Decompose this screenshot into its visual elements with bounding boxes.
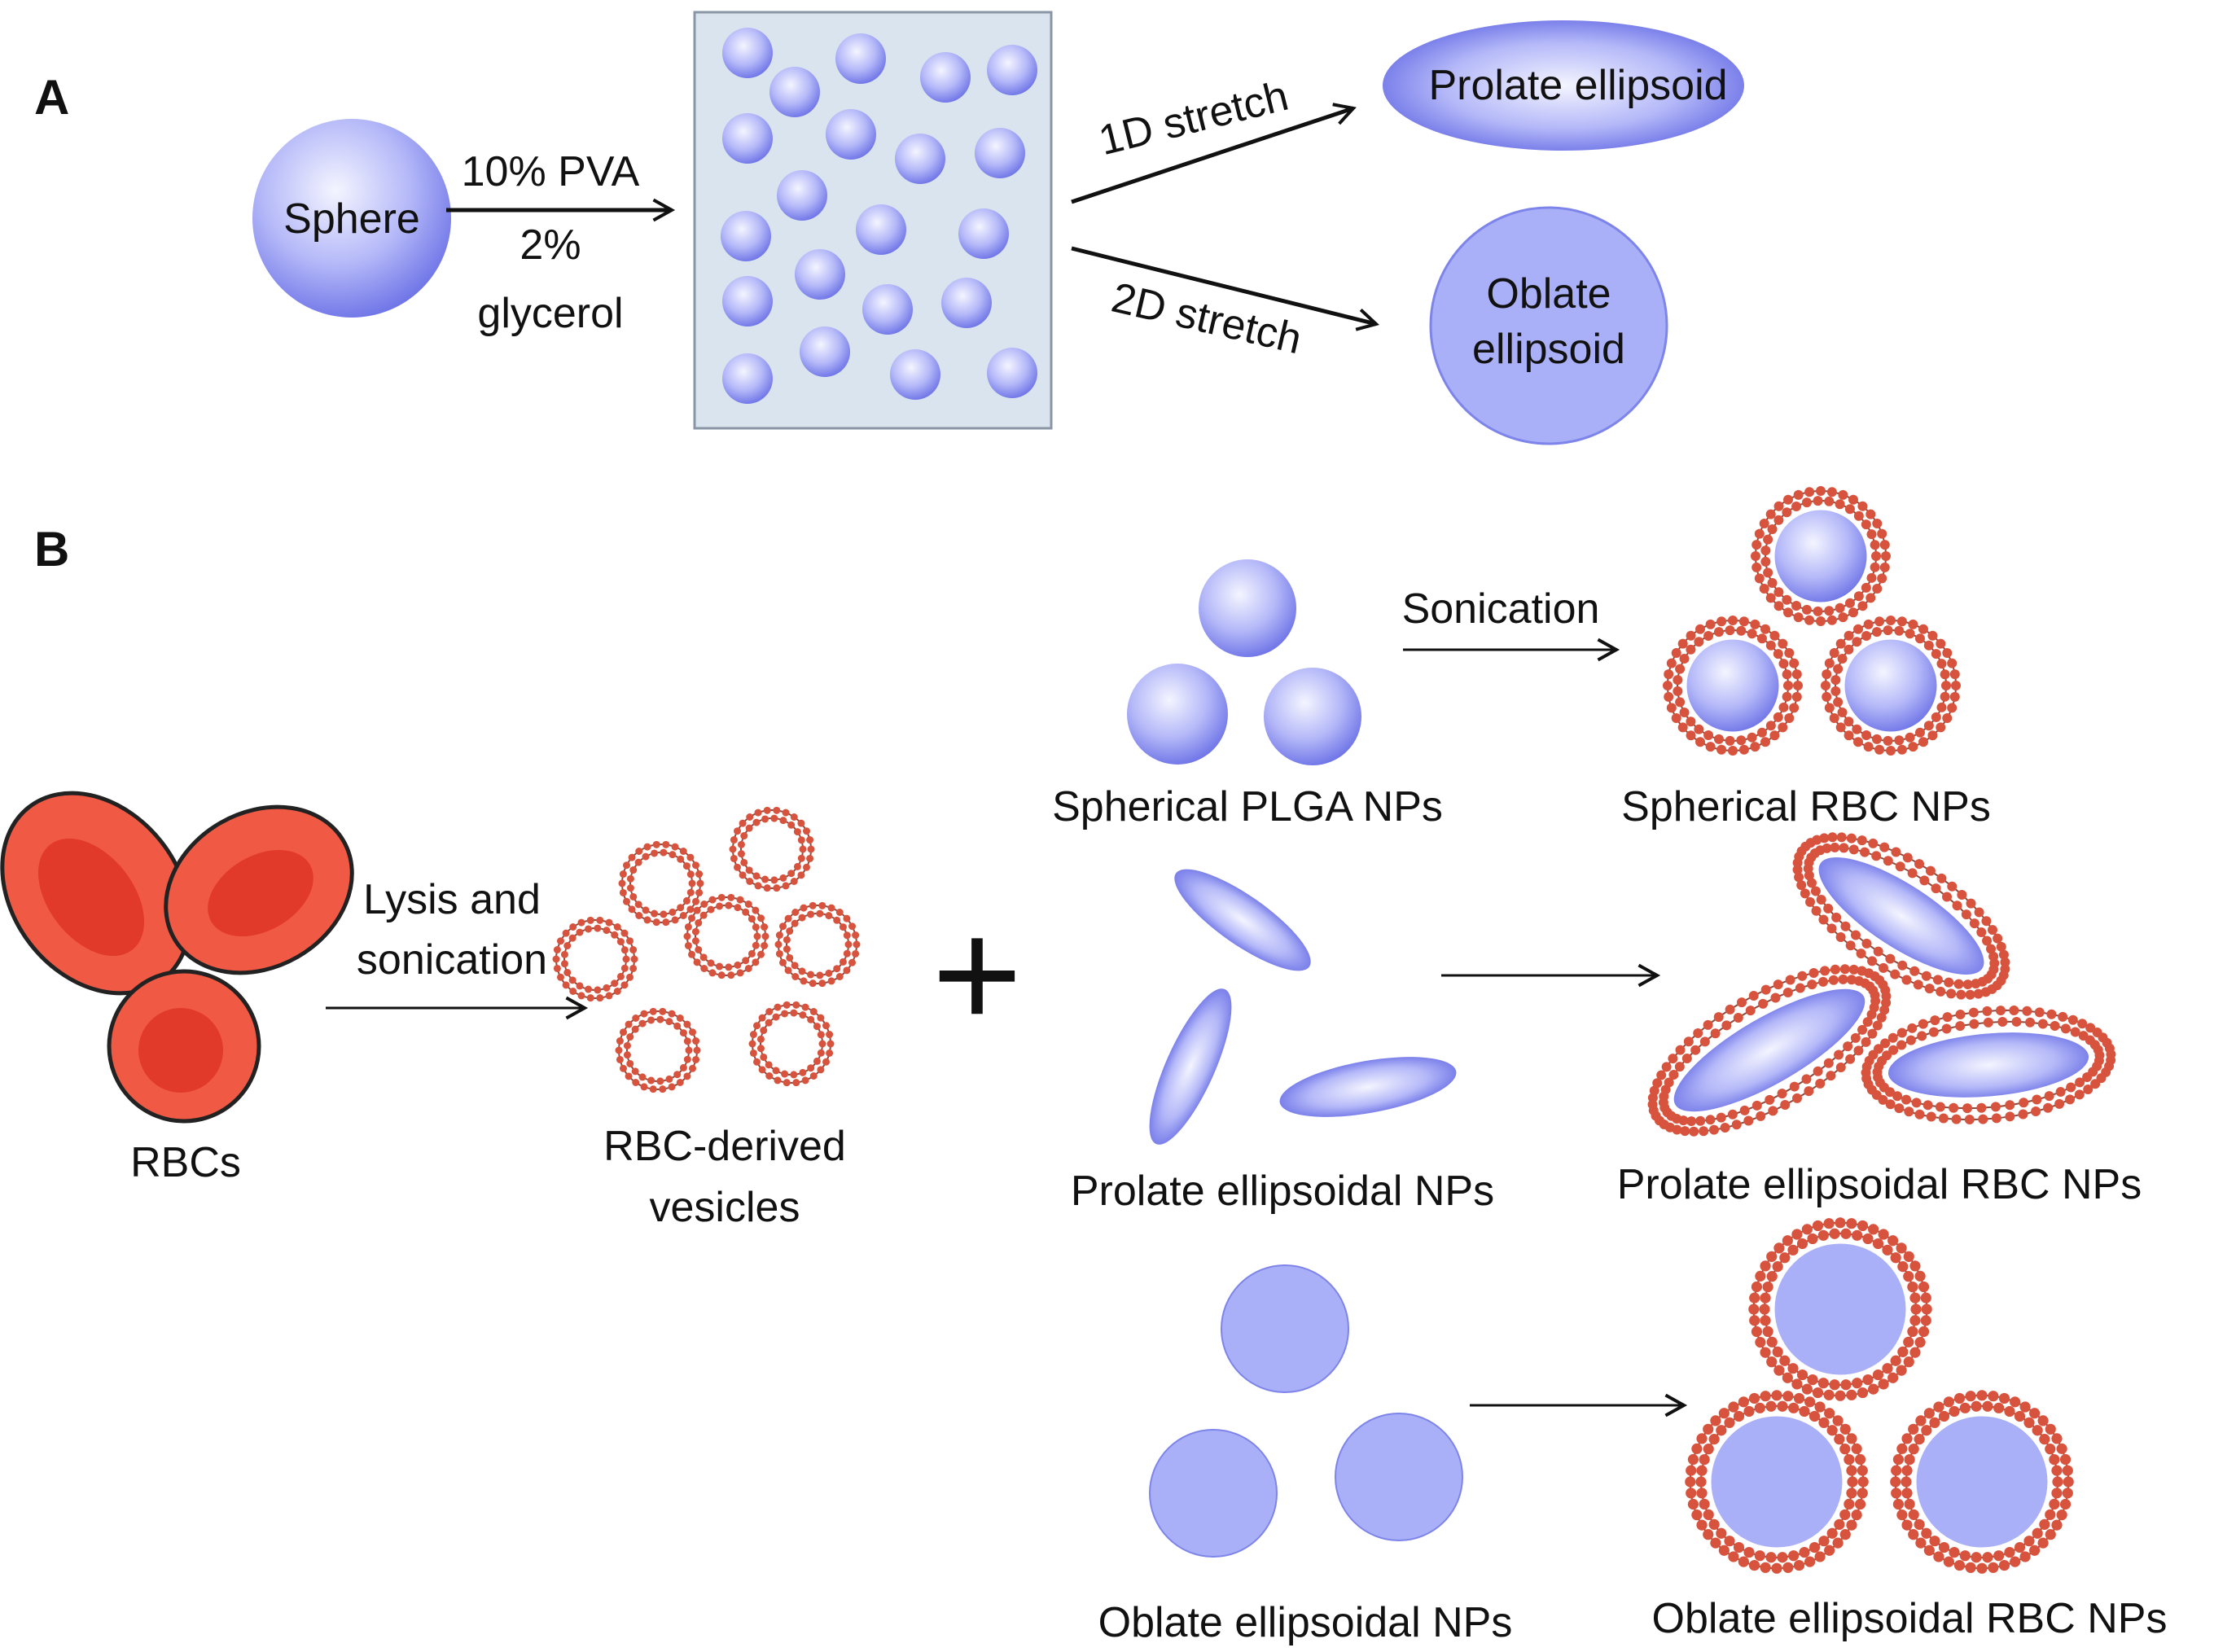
prolate-rbc-np-3 (1861, 1006, 2116, 1125)
panel-a: A Sphere 10% PVA 2% glycerol 1D stretch … (34, 11, 1744, 445)
prolate-ellipsoidal-nps-label: Prolate ellipsoidal NPs (1071, 1168, 1494, 1215)
prolate-rbc-np-1 (1792, 832, 2010, 1000)
film-sphere-19 (722, 353, 773, 404)
prolate-ellipsoidal-rbc-nps (1647, 832, 2116, 1137)
rbc-derived-vesicles (552, 806, 861, 1093)
film-sphere-6 (722, 113, 773, 164)
vesicle-3 (552, 916, 638, 1002)
sonication-label: Sonication (1402, 585, 1600, 633)
prolate-ellipsoidal-rbc-nps-label: Prolate ellipsoidal RBC NPs (1617, 1161, 2142, 1208)
film-sphere-3 (920, 52, 971, 103)
film-sphere-15 (722, 276, 773, 326)
panel-b: B RBCs Lysis and sonication RBC-derived … (0, 486, 2167, 1646)
oblate-ellipsoid-label-line1: Oblate (1486, 270, 1611, 318)
red-blood-cell-bottom (107, 969, 261, 1124)
film-sphere-4 (987, 45, 1037, 95)
condition-percent-label: 2% (520, 221, 581, 269)
prolate-ellipsoid-particle (1383, 20, 1744, 151)
red-blood-cell-top-right (164, 804, 354, 975)
vesicle-6 (615, 1007, 701, 1093)
film-sphere-2 (835, 33, 886, 84)
film-sphere-14 (795, 249, 845, 300)
film-sphere-7 (826, 109, 876, 160)
red-blood-cell-top-left (0, 791, 192, 996)
oblate-rbc-np-3 (1890, 1390, 2074, 1574)
vesicle-2 (729, 806, 815, 892)
oblate-ellipsoidal-nps (1149, 1264, 1463, 1558)
stretch-2d-arrow (1071, 246, 1379, 331)
film-sphere-5 (769, 67, 820, 117)
stretch-1d-label: 1D stretch (1094, 72, 1293, 165)
film-sphere-13 (958, 208, 1009, 259)
sphere-particle (252, 119, 451, 318)
vesicle-4 (683, 893, 769, 979)
vesicle-1 (618, 840, 704, 927)
oblate-rbc-np-2 (1685, 1390, 1869, 1574)
stretch-1d-arrow (1071, 103, 1357, 204)
red-blood-cells (0, 791, 354, 1124)
panel-b-label: B (34, 522, 69, 576)
prolate-ellipsoid-label: Prolate ellipsoid (1428, 62, 1727, 109)
condition-pva-label: 10% PVA (462, 148, 640, 195)
vesicle-7 (748, 1001, 835, 1087)
spherical-plga-nps (1127, 559, 1361, 765)
spherical-plga-nps-label: Spherical PLGA NPs (1052, 783, 1443, 830)
spherical-rbc-np-2 (1663, 616, 1803, 756)
condition-glycerol-label: glycerol (477, 290, 623, 337)
film-sphere-20 (890, 349, 940, 400)
film-sphere-16 (862, 284, 913, 335)
oblate-ellipsoid-label-line2: ellipsoid (1472, 326, 1625, 373)
prolate-rbc-np-2 (1647, 964, 1892, 1137)
panel-a-label: A (34, 70, 69, 125)
prolate-ellipsoidal-nps (1149, 869, 1457, 1145)
film-sphere-17 (941, 278, 992, 328)
oblate-ellipsoid-particle (1429, 206, 1668, 445)
film-embedded-spheres (721, 28, 1037, 404)
oblate-ellipsoidal-rbc-nps (1685, 1217, 2074, 1574)
lysis-label-line2: sonication (357, 936, 547, 984)
vesicles-label-line2: vesicles (650, 1184, 800, 1231)
stretch-2d-label: 2D stretch (1107, 274, 1306, 364)
film-sphere-1 (722, 28, 773, 78)
vesicles-label-line1: RBC-derived (603, 1123, 846, 1170)
oblate-rbc-np-1 (1748, 1217, 1932, 1401)
vesicle-5 (774, 901, 861, 988)
spherical-rbc-nps (1663, 486, 1961, 756)
film-sphere-10 (777, 170, 827, 221)
oblate-ellipsoidal-rbc-nps-label: Oblate ellipsoidal RBC NPs (1652, 1595, 2168, 1642)
film-sphere-21 (987, 348, 1037, 398)
spherical-rbc-np-1 (1751, 486, 1891, 626)
film-sphere-11 (721, 211, 771, 261)
oblate-ellipsoidal-nps-label: Oblate ellipsoidal NPs (1098, 1599, 1513, 1646)
film-sphere-12 (856, 204, 906, 255)
sphere-label: Sphere (283, 195, 420, 243)
film-sphere-18 (800, 326, 850, 377)
spherical-rbc-nps-label: Spherical RBC NPs (1621, 783, 1991, 830)
film-sphere-9 (975, 128, 1025, 178)
film-sphere-8 (895, 134, 945, 184)
lysis-label-line1: Lysis and (363, 876, 541, 923)
spherical-rbc-np-3 (1821, 616, 1961, 756)
rbcs-label: RBCs (130, 1139, 241, 1186)
plus-symbol: + (932, 888, 1023, 1061)
